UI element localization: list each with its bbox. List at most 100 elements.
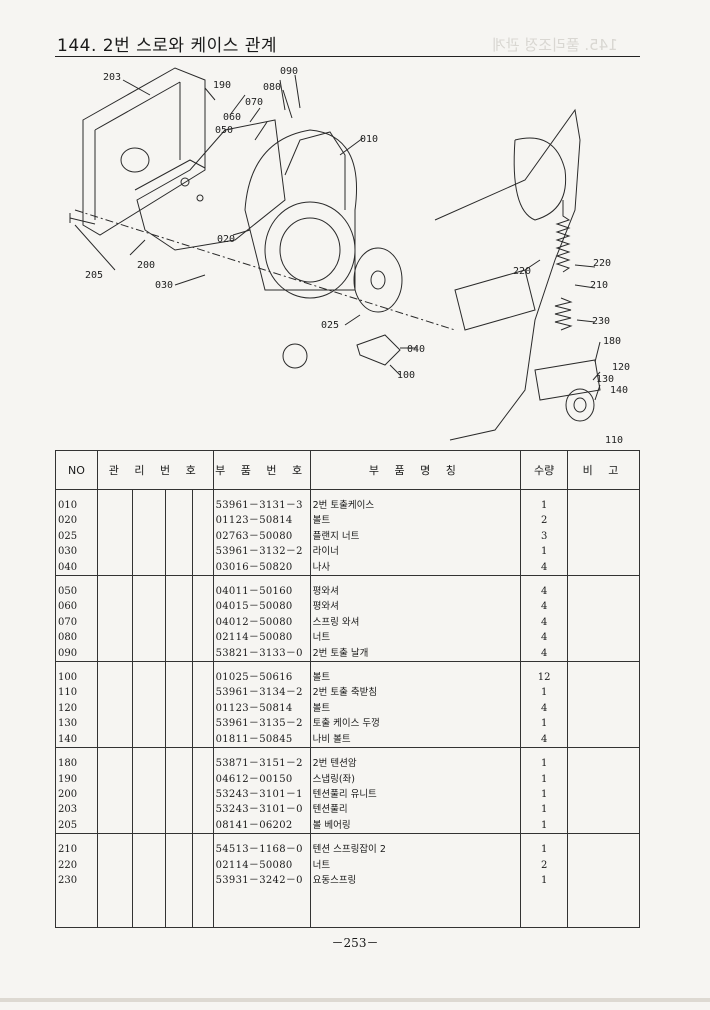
callout-130: 203 <box>103 72 121 83</box>
empty-cell <box>191 911 214 929</box>
part-no-cell: 025 <box>55 528 98 545</box>
management-no-cell <box>191 700 214 717</box>
quantity-cell: 4 <box>520 645 569 662</box>
part-number-cell: 08141－06202 <box>212 817 311 834</box>
empty-cell <box>212 833 311 843</box>
quantity-cell: 4 <box>520 584 569 600</box>
remark-cell <box>567 645 640 662</box>
management-no-cell <box>96 716 133 732</box>
callout-203: 130 <box>596 374 614 385</box>
empty-cell <box>131 833 166 843</box>
empty-cell <box>191 888 214 897</box>
diagram-drawing: 203 190 090 080 070 060 050 010 020 200 … <box>69 66 630 446</box>
part-no-cell: 020 <box>55 513 98 529</box>
callout-060: 070 <box>245 97 263 108</box>
empty-cell <box>567 747 640 757</box>
management-no-cell <box>96 498 133 514</box>
management-no-cell <box>131 584 166 600</box>
management-no-cell <box>191 802 214 818</box>
remark-cell <box>567 544 640 560</box>
empty-cell <box>567 888 640 897</box>
part-name-cell: 라이너 <box>309 544 522 560</box>
management-no-cell <box>164 842 193 858</box>
spring-210 <box>555 200 571 273</box>
part-number-cell: 04012－50080 <box>212 614 311 631</box>
management-no-cell <box>164 786 193 803</box>
management-no-cell <box>131 498 166 514</box>
part-name-cell: 볼트 <box>309 700 522 717</box>
part-number-cell: 04011－50160 <box>212 584 311 600</box>
callout-200: 120 <box>612 362 630 373</box>
management-no-cell <box>131 599 166 615</box>
empty-cell <box>309 896 522 912</box>
quantity-cell: 2 <box>520 857 569 873</box>
management-no-cell <box>191 786 214 803</box>
management-no-cell <box>164 872 193 889</box>
empty-cell <box>96 896 133 912</box>
part-number-cell: 54513－1168－0 <box>212 842 311 858</box>
remark-cell <box>567 685 640 701</box>
empty-cell <box>191 575 214 585</box>
part-name-cell: 나비 볼트 <box>309 731 522 748</box>
quantity-cell: 4 <box>520 700 569 717</box>
management-no-cell <box>96 786 133 803</box>
part-name-cell: 텐션풀리 유니트 <box>309 786 522 803</box>
management-no-cell <box>96 685 133 701</box>
remark-cell <box>567 513 640 529</box>
empty-cell <box>131 575 166 585</box>
part-no-cell: 210 <box>55 842 98 858</box>
empty-cell <box>164 489 193 498</box>
management-no-cell <box>164 771 193 787</box>
empty-cell <box>212 747 311 757</box>
management-no-cell <box>131 771 166 787</box>
part-no-cell: 190 <box>55 771 98 787</box>
part-name-cell: 요동스프링 <box>309 872 522 889</box>
quantity-cell: 4 <box>520 559 569 576</box>
management-no-cell <box>164 498 193 514</box>
empty-cell <box>567 661 640 671</box>
empty-cell <box>131 888 166 897</box>
spring-230 <box>554 297 573 331</box>
bearing-holder-110 <box>136 119 286 251</box>
management-no-cell <box>191 584 214 600</box>
remark-cell <box>567 559 640 576</box>
part-number-cell: 53961－3132－2 <box>212 544 311 560</box>
remark-cell <box>567 872 640 889</box>
management-no-cell <box>131 786 166 803</box>
empty-cell <box>309 747 522 757</box>
callout-090: 040 <box>407 344 425 355</box>
header-part-no: 부 품 번 호 <box>212 450 311 490</box>
quantity-cell: 4 <box>520 614 569 631</box>
empty-cell <box>567 575 640 585</box>
management-no-cell <box>164 528 193 545</box>
table-spacer-row <box>55 888 640 897</box>
management-no-cell <box>96 544 133 560</box>
part-number-cell: 53961－3134－2 <box>212 685 311 701</box>
part-no-cell: 090 <box>55 645 98 662</box>
quantity-cell: 4 <box>520 731 569 748</box>
part-number-cell: 02763－50080 <box>212 528 311 545</box>
management-no-cell <box>191 630 214 646</box>
quantity-cell: 1 <box>520 544 569 560</box>
part-no-cell: 140 <box>55 731 98 748</box>
part-no-cell: 050 <box>55 584 98 600</box>
part-name-cell: 2번 토출케이스 <box>309 498 522 514</box>
empty-cell <box>96 888 133 897</box>
callout-020: 020 <box>217 234 235 245</box>
quantity-cell: 1 <box>520 817 569 834</box>
management-no-cell <box>164 817 193 834</box>
management-no-cell <box>164 544 193 560</box>
management-no-cell <box>96 645 133 662</box>
management-no-cell <box>164 731 193 748</box>
part-no-cell: 220 <box>55 857 98 873</box>
management-no-cell <box>191 513 214 529</box>
part-number-cell: 53931－3242－0 <box>212 872 311 889</box>
management-no-cell <box>164 630 193 646</box>
part-number-cell: 03016－50820 <box>212 559 311 576</box>
callout-labels: 203 190 090 080 070 060 050 010 020 200 … <box>85 66 630 446</box>
remark-cell <box>567 857 640 873</box>
